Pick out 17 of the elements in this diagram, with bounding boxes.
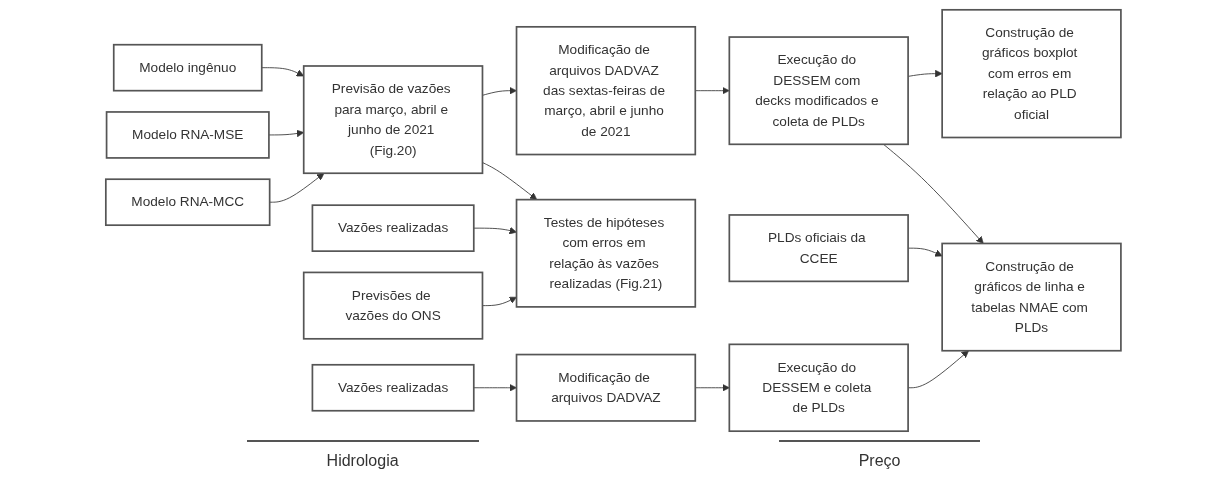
- node-box: Execução do DESSEM com decks modificados e coleta de PLDs: [728, 35, 910, 145]
- node-box: Modificação de arquivos DADVAZ das sextas-feiras de março, abril e junho de 2021: [515, 25, 697, 155]
- node-box: Vazões realizadas: [311, 363, 475, 412]
- node-box: Modelo ingênuo: [113, 43, 263, 92]
- node-box: Modificação de arquivos DADVAZ: [515, 353, 697, 422]
- node-box: PLDs oficiais da CCEE: [728, 213, 910, 282]
- node-box: Construção de gráficos de linha e tabelas NMAE com PLDs: [941, 242, 1122, 352]
- node-box: Modelo RNA-MCC: [105, 177, 271, 226]
- group-label: Hidrologia: [246, 440, 479, 470]
- node-box: Testes de hipóteses com erros em relação às vazões realizadas (Fig.21): [515, 198, 697, 308]
- node-box: Construção de gráficos boxplot com erros em relação ao PLD oficial: [941, 8, 1122, 138]
- group-label: Preço: [778, 440, 981, 470]
- node-box: Modelo RNA-MSE: [105, 110, 270, 159]
- node-box: Vazões realizadas: [311, 203, 475, 252]
- node-box: Previsões de vazões do ONS: [303, 271, 484, 340]
- node-box: Execução do DESSEM e coleta de PLDs: [728, 343, 910, 432]
- node-box: Previsão de vazões para março, abril e junho de 2021 (Fig.20): [303, 64, 484, 174]
